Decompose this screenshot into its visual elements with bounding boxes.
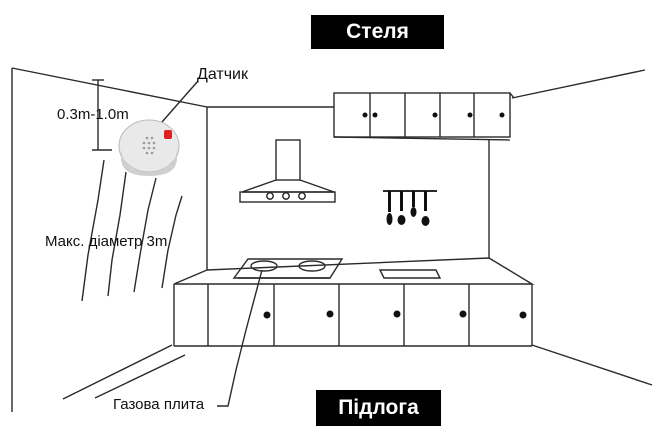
room-outline <box>11 67 653 412</box>
height-dimension <box>92 79 112 151</box>
max-diameter-label: Макс. діаметр 3m <box>45 233 168 250</box>
gas-stove-label: Газова плита <box>113 396 205 413</box>
countertop <box>173 257 535 347</box>
floor-label: Підлога <box>316 390 441 426</box>
sink-icon <box>378 269 442 279</box>
sensor-label: Датчик <box>197 66 248 83</box>
base-cabinets <box>207 284 470 346</box>
utensils <box>386 191 430 226</box>
stove-leader-line <box>217 269 263 407</box>
hood-buttons <box>266 192 306 200</box>
floor-lines <box>62 344 186 400</box>
ceiling-label: Стеля <box>311 15 444 49</box>
smoke-sensor-icon <box>118 119 180 176</box>
mount-height-label: 0.3m-1.0m <box>57 106 129 123</box>
cabinet-knobs <box>263 112 527 319</box>
upper-cabinets <box>333 92 515 141</box>
sensor-leader-line <box>161 80 199 123</box>
range-hood-icon <box>239 139 336 203</box>
gas-stove-icon <box>232 258 344 279</box>
wall-strokes <box>81 159 183 302</box>
